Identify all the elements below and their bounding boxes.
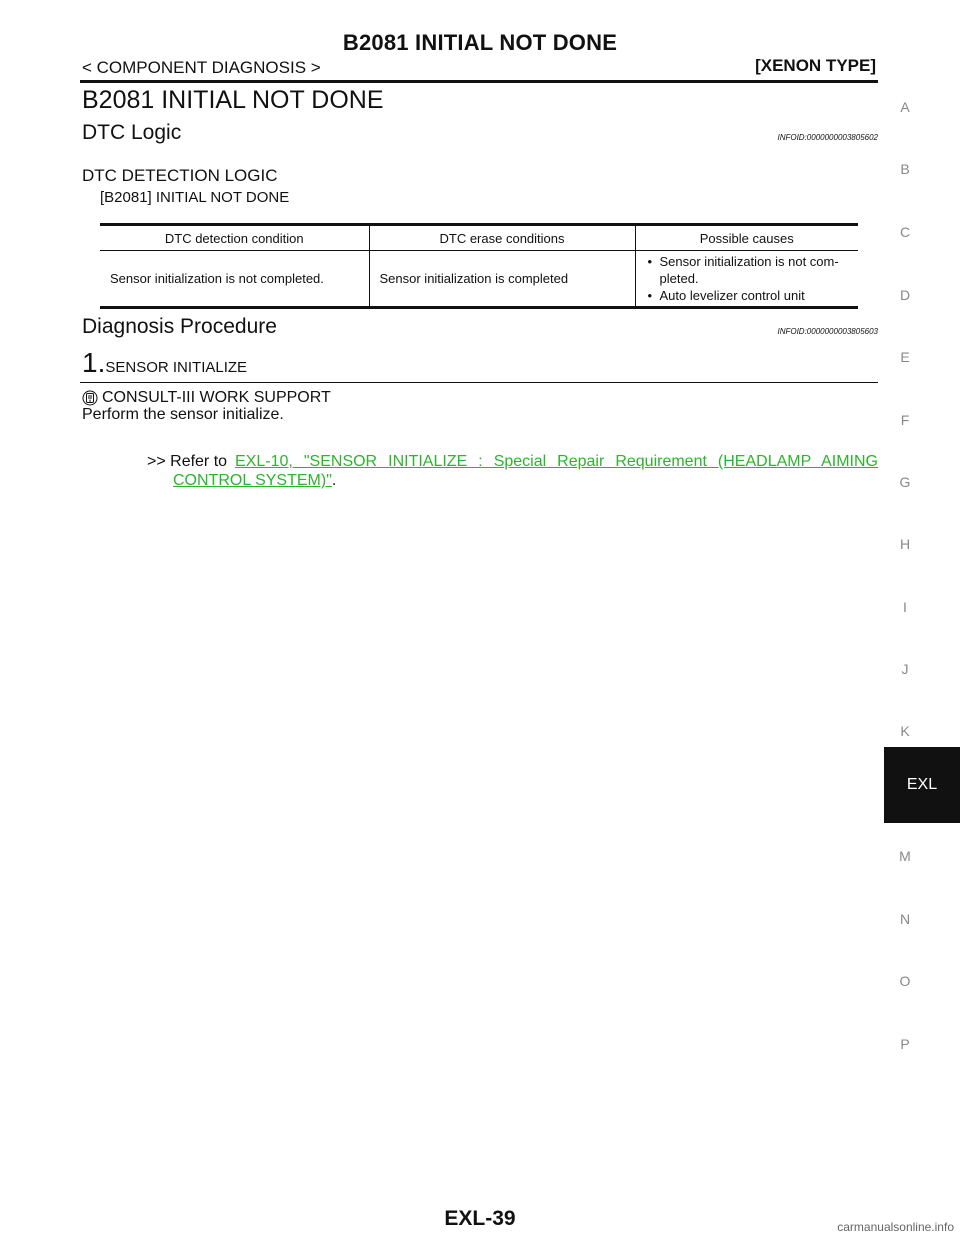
side-index-letter[interactable]: N: [899, 911, 911, 927]
reference-link-continued[interactable]: CONTROL SYSTEM)": [173, 472, 332, 489]
causes-list: Sensor initialization is not com-pleted.…: [646, 253, 849, 304]
side-index-letter[interactable]: O: [899, 973, 911, 989]
consult-line: CONSULT-III WORK SUPPORT: [82, 388, 331, 407]
table-header-row: DTC detection condition DTC erase condit…: [100, 224, 858, 251]
column-header-detection: DTC detection condition: [164, 230, 304, 246]
page-number: EXL-39: [444, 1207, 516, 1230]
consult-text: CONSULT-III WORK SUPPORT: [102, 389, 331, 406]
reference-link[interactable]: EXL-10, "SENSOR INITIALIZE : Special Rep…: [235, 453, 878, 470]
cell-detection-condition: Sensor initialization is not completed.: [110, 271, 324, 286]
side-index-letter[interactable]: F: [900, 412, 910, 428]
column-header-erase: DTC erase conditions: [368, 224, 635, 251]
cell-erase-condition: Sensor initialization is completed: [368, 250, 635, 308]
refer-block: >> Refer to EXL-10, "SENSOR INITIALIZE :…: [147, 452, 878, 490]
page-header-title: B2081 INITIAL NOT DONE: [342, 30, 618, 55]
side-index-letter[interactable]: E: [900, 349, 910, 365]
side-index-letter[interactable]: G: [899, 474, 911, 490]
side-index-letter[interactable]: M: [899, 848, 911, 864]
diagnosis-procedure-infoid: INFOID:0000000003805603: [777, 327, 878, 336]
section-tag: [XENON TYPE]: [755, 56, 876, 75]
dtc-logic-infoid: INFOID:0000000003805602: [777, 133, 878, 142]
dtc-code-line: [B2081] INITIAL NOT DONE: [100, 189, 290, 206]
consult-tool-icon: [82, 390, 98, 405]
refer-prefix: >> Refer to: [147, 453, 228, 470]
side-index-letter[interactable]: C: [899, 224, 911, 240]
step-heading: 1.SENSOR INITIALIZE: [82, 348, 247, 378]
cell-possible-causes: Sensor initialization is not com-pleted.…: [634, 250, 858, 308]
step-divider: [80, 382, 878, 383]
side-index-letter[interactable]: A: [900, 99, 910, 115]
side-index-active-tab[interactable]: EXL: [884, 747, 960, 823]
table-row: Sensor initialization is not completed. …: [100, 250, 858, 308]
step-title: SENSOR INITIALIZE: [105, 359, 248, 376]
page-title: B2081 INITIAL NOT DONE: [82, 86, 384, 114]
watermark: carmanualsonline.info: [837, 1220, 954, 1234]
side-index-letter[interactable]: B: [900, 161, 910, 177]
dtc-detection-logic-subheading: DTC DETECTION LOGIC: [82, 166, 278, 185]
cause-item: Auto levelizer control unit: [646, 287, 849, 304]
breadcrumb: < COMPONENT DIAGNOSIS >: [82, 58, 321, 77]
step-number: 1.: [82, 347, 106, 378]
header-divider: [80, 80, 878, 83]
side-index-letter[interactable]: K: [900, 723, 910, 739]
diagnosis-procedure-heading: Diagnosis Procedure: [82, 315, 277, 338]
dtc-logic-heading: DTC Logic: [82, 121, 182, 144]
side-index-letter[interactable]: J: [901, 661, 909, 677]
side-index-letter[interactable]: H: [899, 536, 911, 552]
side-index-letter[interactable]: I: [903, 599, 907, 615]
side-index-letter[interactable]: D: [899, 287, 911, 303]
instruction-text: Perform the sensor initialize.: [82, 406, 284, 423]
side-index-letter[interactable]: P: [900, 1036, 910, 1052]
column-header-causes: Possible causes: [634, 224, 858, 251]
refer-suffix: .: [331, 472, 337, 489]
dtc-table: DTC detection condition DTC erase condit…: [100, 223, 858, 309]
cause-item: Sensor initialization is not com-pleted.: [646, 253, 849, 287]
